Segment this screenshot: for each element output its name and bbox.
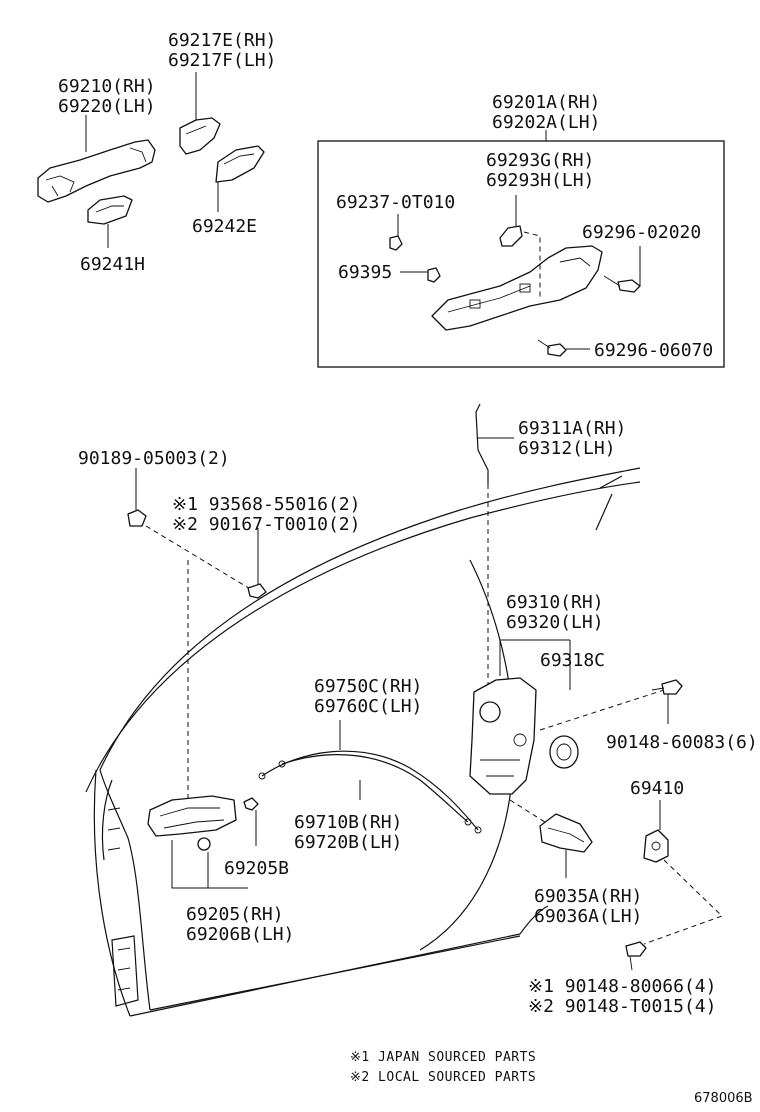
label-69410: 69410	[630, 778, 684, 799]
fastener-group	[127, 468, 267, 800]
label-69036a: 69036A(LH)	[534, 906, 642, 927]
label-69035a: 69035A(RH)	[534, 886, 642, 907]
label-69310: 69310(RH)	[506, 592, 604, 613]
label-69312: 69312(LH)	[518, 438, 616, 459]
label-69710b: 69710B(RH)	[294, 812, 402, 833]
label-69395: 69395	[338, 262, 392, 283]
handle-pad-part	[215, 145, 265, 183]
label-69241h: 69241H	[80, 254, 145, 275]
label-90189: 90189-05003(2)	[78, 448, 230, 469]
label-69311a: 69311A(RH)	[518, 418, 626, 439]
label-69237: 69237-0T010	[336, 192, 455, 213]
note-japan-sourced: ※1 JAPAN SOURCED PARTS	[350, 1050, 536, 1065]
handle-gasket-part	[87, 195, 133, 225]
handle-frame-group	[317, 130, 725, 368]
label-69293h: 69293H(LH)	[486, 170, 594, 191]
handle-cap-part	[179, 117, 221, 155]
handle-frame-part	[431, 245, 603, 331]
cable-group	[258, 720, 482, 834]
label-69750c: 69750C(RH)	[314, 676, 422, 697]
label-69296-02020: 69296-02020	[582, 222, 701, 243]
catalog-id: 678006B	[694, 1091, 753, 1106]
label-69293g: 69293G(RH)	[486, 150, 594, 171]
label-69220: 69220(LH)	[58, 96, 156, 117]
label-69760c: 69760C(LH)	[314, 696, 422, 717]
label-69242e: 69242E	[192, 216, 257, 237]
label-90148-60083: 90148-60083(6)	[606, 732, 758, 753]
label-90148-t0015: ※2 90148-T0015(4)	[528, 996, 716, 1017]
label-90148-80066: ※1 90148-80066(4)	[528, 976, 716, 997]
label-69206b: 69206B(LH)	[186, 924, 294, 945]
label-69296-06070: 69296-06070	[594, 340, 713, 361]
door-striker-part	[643, 829, 669, 863]
part-labels: 69217E(RH) 69217F(LH) 69210(RH) 69220(LH…	[58, 30, 758, 1017]
cable-part	[261, 750, 479, 831]
door-lock-part	[469, 677, 537, 795]
label-69320: 69320(LH)	[506, 612, 604, 633]
latch-group	[469, 403, 723, 971]
label-69217f: 69217F(LH)	[168, 50, 276, 71]
label-69205: 69205(RH)	[186, 904, 284, 925]
label-69318c: 69318C	[540, 650, 605, 671]
label-69202a: 69202A(LH)	[492, 112, 600, 133]
label-69720b: 69720B(LH)	[294, 832, 402, 853]
label-69217e: 69217E(RH)	[168, 30, 276, 51]
label-69210: 69210(RH)	[58, 76, 156, 97]
outside-handle-part	[37, 139, 156, 203]
label-90167: ※2 90167-T0010(2)	[172, 514, 360, 535]
label-69205b: 69205B	[224, 858, 289, 879]
inside-handle-part	[147, 795, 237, 837]
lock-rod-part	[475, 403, 489, 484]
outside-handle-group	[37, 72, 265, 248]
label-93568: ※1 93568-55016(2)	[172, 494, 360, 515]
footnotes: ※1 JAPAN SOURCED PARTS ※2 LOCAL SOURCED …	[350, 1050, 753, 1106]
inside-handle-group	[147, 795, 259, 889]
frame-box	[317, 140, 725, 368]
note-local-sourced: ※2 LOCAL SOURCED PARTS	[350, 1070, 536, 1085]
label-69201a: 69201A(RH)	[492, 92, 600, 113]
